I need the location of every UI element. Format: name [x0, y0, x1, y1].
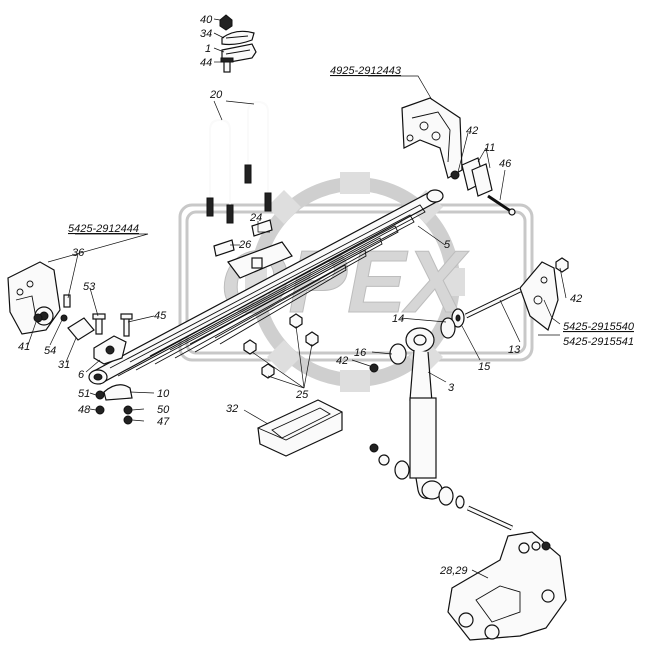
part-11-plates — [461, 157, 493, 197]
part-40-nut — [219, 14, 233, 31]
callout-48: 48 — [78, 404, 91, 416]
callout-15: 15 — [478, 361, 491, 373]
part-50-nut — [123, 405, 133, 415]
part-15-washer — [451, 308, 465, 328]
callout-13: 13 — [508, 344, 521, 356]
callout-28-29: 28,29 — [439, 565, 468, 577]
part-31-bushing — [67, 317, 95, 341]
callout-42-lower: 42 — [336, 355, 348, 367]
callout-34: 34 — [200, 28, 212, 40]
callout-47: 47 — [157, 416, 170, 428]
assembly-code-shock-bracket-b: 5425-2915541 — [563, 336, 634, 348]
leader-lines — [27, 18, 567, 579]
callout-25: 25 — [295, 389, 309, 401]
callout-20: 20 — [209, 89, 223, 101]
callout-11: 11 — [484, 142, 495, 154]
part-53-bolt — [92, 313, 106, 335]
callout-42-shock: 42 — [570, 293, 582, 305]
part-10-clamp — [103, 384, 133, 401]
part-34-pad — [221, 30, 255, 46]
callout-10: 10 — [157, 388, 170, 400]
callout-1: 1 — [205, 43, 211, 55]
assembly-code-rear-bracket: 4925-2912443 — [330, 65, 402, 77]
part-26-spacer — [213, 219, 273, 257]
callout-51: 51 — [78, 388, 90, 400]
callout-6: 6 — [78, 369, 85, 381]
part-41-nut — [33, 313, 43, 323]
part-rear-bracket — [401, 97, 463, 179]
callout-45: 45 — [154, 310, 167, 322]
callout-32: 32 — [226, 403, 238, 415]
part-42c-nut — [369, 363, 379, 373]
part-44-bolt — [220, 57, 234, 73]
callout-53: 53 — [83, 281, 96, 293]
assembly-code-shock-bracket-a: 5425-2915540 — [563, 321, 635, 333]
part-shock-upper-bracket — [519, 261, 559, 331]
callout-42-rear: 42 — [466, 125, 478, 137]
part-45-bolt — [120, 313, 133, 337]
callout-44: 44 — [200, 57, 212, 69]
callout-14: 14 — [392, 313, 404, 325]
part-48-nut — [95, 405, 105, 415]
part-14-bushing — [440, 317, 456, 339]
callout-40: 40 — [200, 14, 213, 26]
callout-16: 16 — [354, 347, 367, 359]
part-3-shock-absorber — [405, 327, 443, 500]
callout-5: 5 — [444, 239, 451, 251]
part-5-leaf-spring — [88, 189, 444, 385]
callout-3: 3 — [448, 382, 455, 394]
part-42a-nut — [450, 170, 460, 180]
part-51-nut — [95, 390, 105, 400]
callout-54: 54 — [44, 345, 56, 357]
callout-labels: 40 34 1 44 20 24 26 5 4925-2912443 42 11… — [18, 14, 635, 577]
part-16-bushing — [389, 343, 407, 365]
callout-36: 36 — [72, 247, 85, 259]
callout-24: 24 — [249, 212, 262, 224]
callout-46: 46 — [499, 158, 512, 170]
part-46-pin — [487, 194, 516, 216]
part-47-nut — [123, 415, 133, 425]
callout-50: 50 — [157, 404, 170, 416]
part-lower-hardware — [369, 443, 514, 531]
part-32-pad — [257, 399, 343, 457]
callout-41: 41 — [18, 341, 30, 353]
part-20-u-bolts — [206, 100, 272, 224]
part-6-shackle — [93, 335, 127, 365]
part-54-washer — [60, 314, 68, 322]
callout-31: 31 — [58, 359, 70, 371]
part-42b-nut — [555, 257, 569, 273]
part-28-29-bracket — [447, 531, 567, 641]
assembly-code-front-bracket: 5425-2912444 — [68, 223, 139, 235]
part-24-spring-pad — [227, 241, 293, 279]
part-25-nuts — [243, 313, 319, 379]
part-36-pin — [63, 294, 71, 308]
callout-26: 26 — [238, 239, 252, 251]
part-front-bracket — [7, 261, 61, 335]
part-13-pin — [464, 287, 522, 319]
